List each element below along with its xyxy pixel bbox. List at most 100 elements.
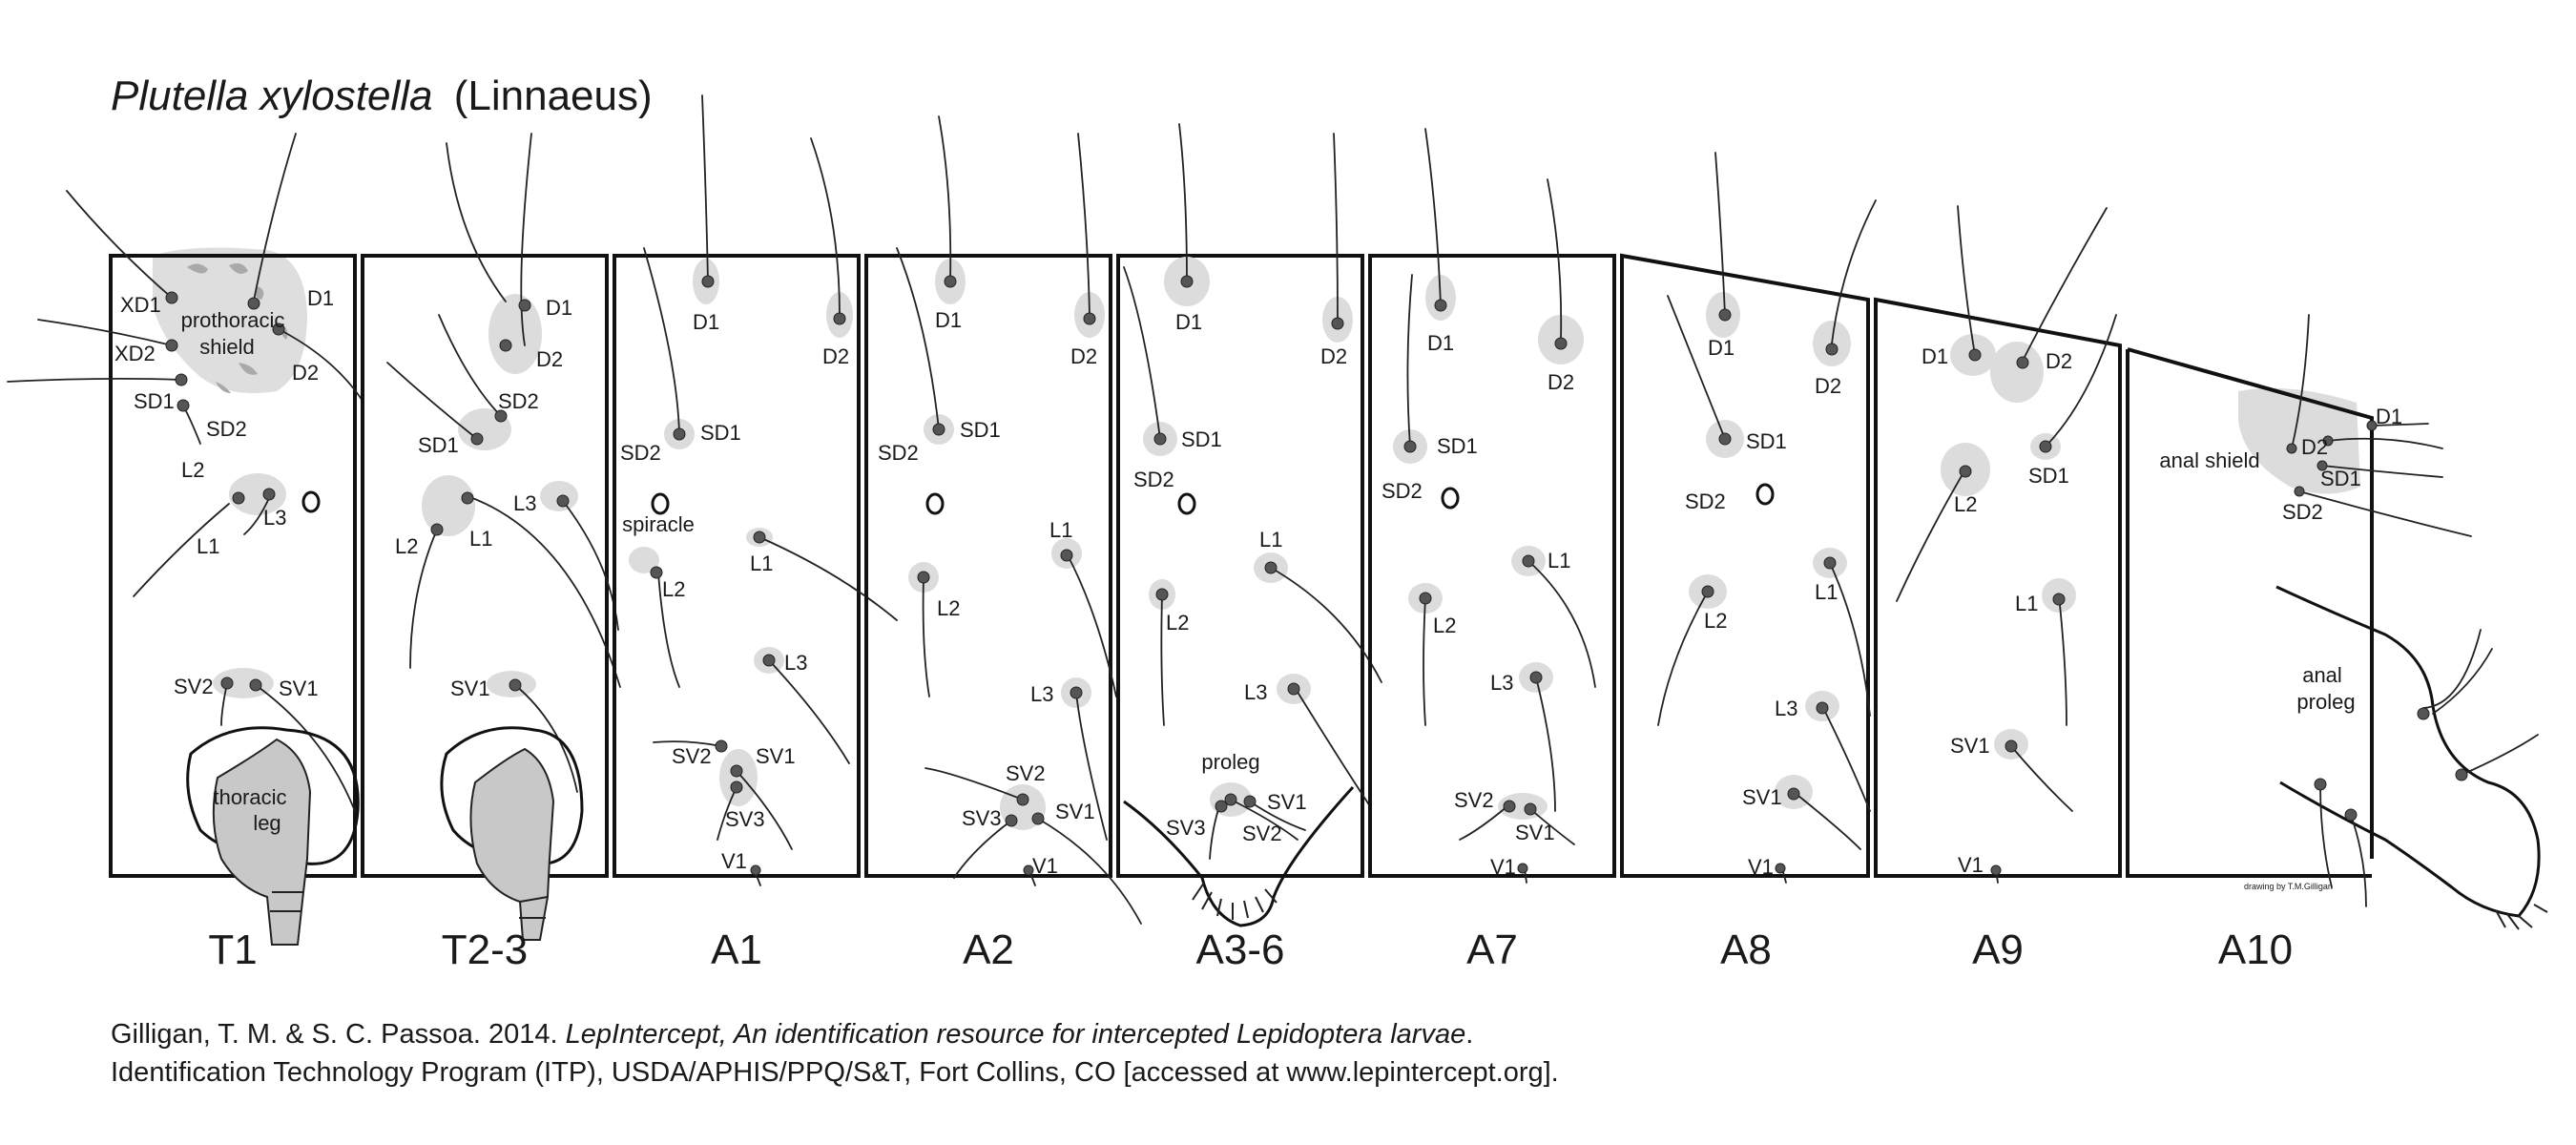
anal-proleg-label: proleg: [2296, 690, 2355, 714]
segment-label: A9: [1972, 926, 2024, 973]
segment-t1: XD1 XD2 SD1 SD2 D1 D2 L2 L1 L3 SV2 SV1 p…: [7, 133, 364, 973]
segment-label: A8: [1720, 926, 1772, 973]
spiracle-mark: [1177, 492, 1196, 515]
setae-label: L3: [1244, 680, 1267, 704]
proleg-label: proleg: [1201, 750, 1259, 774]
anal-shield: [2238, 387, 2360, 494]
setae-label: SD1: [1437, 434, 1478, 458]
setae-label: SD2: [878, 441, 919, 465]
setae-label: SV1: [1267, 790, 1307, 814]
shield-spot: [255, 286, 264, 300]
pinaculum: [422, 475, 475, 536]
setae-label: SD2: [2282, 500, 2323, 524]
setae-label: D1: [307, 286, 334, 310]
shield-label: shield: [199, 335, 254, 359]
setae-label: SV1: [450, 677, 490, 700]
setae-label: L3: [1775, 697, 1797, 720]
setae-label: L2: [1166, 611, 1189, 635]
drawing-credit: drawing by T.M.Gilligan: [2244, 882, 2333, 891]
setae-label: L2: [1954, 492, 1977, 516]
segment-a3-6: D1 D2 SD1 SD2 L1 L2 L3 SV1 SV3 SV2 prole…: [1116, 123, 1382, 973]
thoracic-leg: [212, 738, 312, 946]
anal-proleg-label: anal: [2302, 663, 2342, 687]
leg-label: thoracic: [213, 785, 286, 809]
setae-label: SV3: [1166, 816, 1206, 840]
species-name: Plutella xylostella: [111, 73, 433, 119]
setae-label: D1: [1922, 344, 1948, 368]
setae-label: L1: [197, 534, 219, 558]
segment-label: A1: [711, 926, 762, 973]
setae-label: SD1: [2320, 467, 2361, 490]
setae-label: SV1: [1742, 785, 1782, 809]
setae-label: SD2: [1381, 479, 1423, 503]
setae-label: SV1: [1055, 800, 1095, 823]
segment-box: [109, 254, 357, 878]
segment-box: [864, 254, 1112, 878]
prothoracic-shield: [153, 247, 307, 394]
segment-a8: D1 D2 SD1 SD2 L1 L2 L3 SV1 V1 A8: [1620, 152, 1877, 973]
setae-label: D2: [2301, 435, 2328, 459]
diagram-title: Plutella xylostella (Linnaeus): [111, 73, 653, 119]
setae-label: SD1: [700, 421, 741, 445]
segment-label: T2-3: [442, 926, 528, 973]
segment-a10: D1 D2 SD1 SD2 anal shield anal proleg dr…: [2126, 314, 2548, 973]
setae-label: V1: [721, 849, 747, 873]
setae-label: SD1: [1746, 429, 1787, 453]
setae-label: XD2: [114, 342, 156, 365]
setae-label: XD1: [120, 293, 161, 317]
setae-label: L2: [937, 596, 960, 620]
setae-label: L3: [263, 506, 286, 530]
setae-label: V1: [1490, 855, 1516, 879]
setae-label: D1: [693, 310, 719, 334]
setae-label: L3: [1490, 671, 1513, 695]
setae-label: SV2: [1242, 822, 1282, 845]
pinaculum: [719, 749, 758, 806]
species-author: (Linnaeus): [454, 73, 653, 119]
setae-label: L2: [662, 577, 685, 601]
setae-label: D1: [1427, 331, 1454, 355]
segment-box: [2127, 347, 2374, 859]
spiracle-mark: [1755, 483, 1775, 506]
pinaculum: [488, 294, 542, 374]
segment-label: A2: [963, 926, 1014, 973]
setae-label: D2: [2046, 349, 2072, 373]
setae-label: SV2: [1006, 761, 1046, 785]
setae-label: D2: [1548, 370, 1574, 394]
anal-proleg-outline: [2275, 585, 2541, 918]
setae-label: SD1: [2028, 464, 2069, 488]
shield-spot: [229, 263, 248, 274]
setae-label: D2: [536, 347, 563, 371]
setae-label: SV1: [279, 677, 319, 700]
setae-label: L1: [750, 552, 773, 575]
setae-label: L2: [1433, 614, 1456, 637]
setae-label: D2: [1320, 344, 1347, 368]
setae-label: D1: [1175, 310, 1202, 334]
spiracle-mark: [301, 490, 321, 513]
citation-line-1: Gilligan, T. M. & S. C. Passoa. 2014. Le…: [111, 1015, 1473, 1053]
anal-shield-label: anal shield: [2159, 448, 2259, 472]
segment-box: [613, 254, 861, 878]
setae-label: SV1: [1950, 734, 1990, 758]
segment-a2: D1 D2 SD1 SD2 L1 L2 L3 SV2 SV3 SV1 V1 A2: [864, 115, 1142, 973]
setae-label: L3: [1030, 682, 1053, 706]
setae-label: SV3: [725, 807, 765, 831]
setae-label: D1: [546, 296, 572, 320]
segment-label: A7: [1466, 926, 1518, 973]
citation-authors: Gilligan, T. M. & S. C. Passoa. 2014.: [111, 1019, 566, 1050]
setae-label: SD2: [1133, 468, 1174, 491]
shield-label: prothoracic: [181, 308, 285, 332]
setae-label: L1: [1259, 528, 1282, 552]
citation-line-2: Identification Technology Program (ITP),…: [111, 1057, 1559, 1088]
segment-label: A3-6: [1196, 926, 1285, 973]
setae-label: D2: [292, 361, 319, 385]
setae-label: D1: [2376, 405, 2402, 428]
setae-label: L2: [1704, 609, 1727, 633]
setae-label: L1: [469, 527, 492, 551]
setae-label: V1: [1032, 854, 1058, 878]
setae-label: SD1: [1181, 427, 1222, 451]
setae-label: SV2: [174, 675, 214, 698]
segment-label: A10: [2218, 926, 2293, 973]
setae-label: L3: [784, 651, 807, 675]
setae-label: D1: [935, 308, 962, 332]
